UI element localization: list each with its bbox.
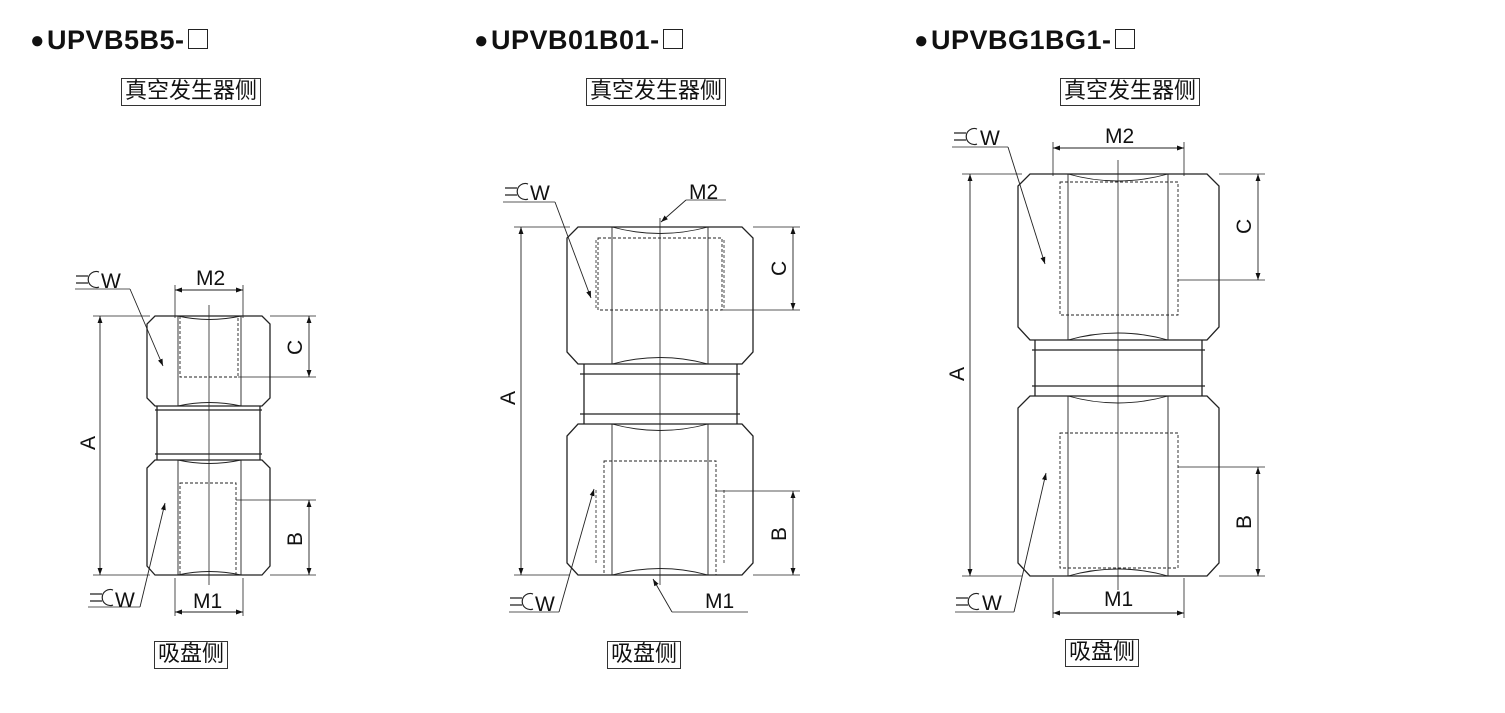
option-box-icon <box>1114 28 1135 49</box>
top-hex-body <box>566 226 754 365</box>
wrench-icon <box>954 127 978 146</box>
wrench-icon <box>956 592 980 611</box>
fitting-drawing-3 <box>952 127 1265 618</box>
bottom-hex-body <box>1017 395 1220 577</box>
dim-m1-label: M1 <box>193 590 222 613</box>
dim-w-label: W <box>101 270 121 293</box>
dim-m1-label: M1 <box>1104 588 1133 611</box>
vacuum-generator-side-label-1: 真空发生器侧 <box>121 78 262 106</box>
dim-c-label: C <box>768 261 791 276</box>
model-title-1: ● UPVB5B5- <box>30 25 208 56</box>
dim-b-label: B <box>1233 515 1256 529</box>
suction-cup-side-label-3: 吸盘侧 <box>1065 639 1140 667</box>
dim-w-label: W <box>115 589 135 612</box>
hidden-thread-top <box>1059 181 1179 316</box>
neck <box>1034 340 1203 396</box>
model-title-text: UPVB01B01- <box>491 25 660 55</box>
bottom-hex-body <box>146 459 271 576</box>
dim-a-label: A <box>946 367 969 381</box>
option-box-icon <box>187 28 208 49</box>
dim-c-label: C <box>284 340 307 355</box>
dim-a-label: A <box>497 391 520 405</box>
top-hex-body <box>1017 173 1220 341</box>
model-title-2: ● UPVB01B01- <box>474 25 683 56</box>
wrench-icon <box>90 588 114 607</box>
bullet-icon: ● <box>30 26 45 54</box>
hidden-thread-bottom <box>179 482 237 576</box>
wrench-icon <box>510 592 534 611</box>
dim-b-label: B <box>768 527 791 541</box>
dim-m2-label: M2 <box>1105 125 1134 148</box>
suction-cup-side-label-1: 吸盘侧 <box>154 641 229 669</box>
dim-w-label: W <box>980 127 1000 150</box>
model-title-text: UPVBG1BG1- <box>931 25 1112 55</box>
dim-a-label: A <box>77 436 100 450</box>
bullet-icon: ● <box>914 26 929 54</box>
hidden-thread-bottom <box>1059 432 1179 569</box>
dim-m2-label: M2 <box>689 181 718 204</box>
dim-w-label: W <box>530 182 550 205</box>
wrench-icon <box>76 270 100 289</box>
neck <box>156 406 261 460</box>
wrench-icon <box>505 182 529 201</box>
option-box-icon <box>662 28 683 49</box>
model-title-text: UPVB5B5- <box>47 25 185 55</box>
dim-w-label: W <box>982 592 1002 615</box>
top-hex-body <box>146 315 271 407</box>
dim-c-label: C <box>1233 219 1256 234</box>
dim-m2-label: M2 <box>196 267 225 290</box>
dim-w-label: W <box>535 593 555 616</box>
model-title-3: ● UPVBG1BG1- <box>914 25 1135 56</box>
bullet-icon: ● <box>474 26 489 54</box>
neck <box>583 364 738 424</box>
fitting-drawing-1 <box>75 270 316 616</box>
suction-cup-side-label-2: 吸盘侧 <box>607 641 682 669</box>
bottom-hex-body <box>566 423 754 576</box>
fitting-drawing-2 <box>503 182 800 613</box>
vacuum-generator-side-label-2: 真空发生器侧 <box>586 78 727 106</box>
vacuum-generator-side-label-3: 真空发生器侧 <box>1060 78 1201 106</box>
dim-b-label: B <box>284 532 307 546</box>
dim-m1-label: M1 <box>705 590 734 613</box>
